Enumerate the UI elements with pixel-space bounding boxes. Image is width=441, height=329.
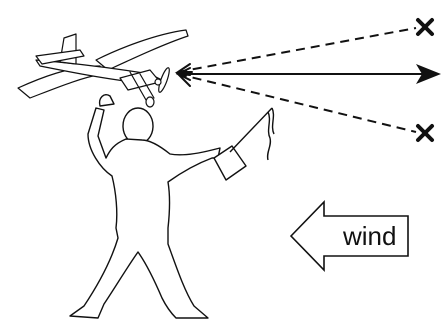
glider-spinner <box>154 78 162 86</box>
cross-top-b <box>416 18 434 36</box>
antenna-streamer <box>266 111 272 161</box>
glider-strut-2 <box>139 73 155 99</box>
glider-propeller <box>158 67 170 93</box>
launch-arrows <box>177 27 430 133</box>
wind-label: wind <box>342 221 396 251</box>
transmitter-body <box>213 145 247 181</box>
transmitter <box>213 107 275 181</box>
transmitter-antenna <box>229 107 273 153</box>
wind-arrow: wind <box>289 200 409 272</box>
origin-chevron-down <box>175 72 191 87</box>
glider-stabilizer <box>35 49 85 65</box>
origin-chevron-up <box>174 63 193 73</box>
arrow-down-dashed <box>177 73 417 133</box>
person-figure <box>69 94 221 319</box>
glider <box>17 29 189 108</box>
glider-wheel <box>145 96 155 108</box>
cross-bottom-b <box>416 124 434 142</box>
cross-icon <box>416 18 434 36</box>
arrow-up-dashed <box>177 27 417 73</box>
cross-icon <box>416 124 434 142</box>
origin-chevrons <box>174 63 193 87</box>
arrow-head-icon <box>416 64 441 84</box>
glider-strut-1 <box>129 71 147 101</box>
antenna-streamer-2 <box>271 107 275 135</box>
glider-wing-right <box>95 29 189 71</box>
person-hand-raised <box>98 94 115 107</box>
wind-arrow-outline <box>289 200 409 272</box>
